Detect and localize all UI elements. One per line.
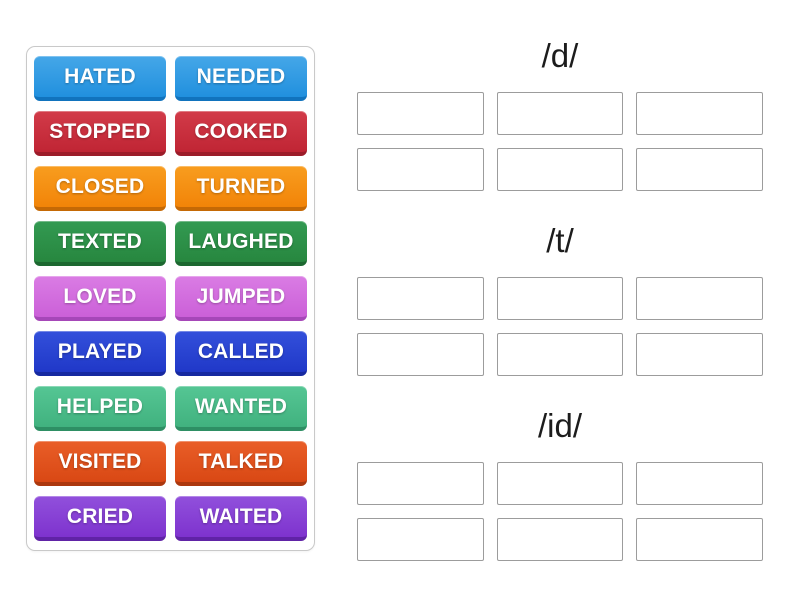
drop-slot[interactable] <box>357 148 484 191</box>
drop-slot[interactable] <box>636 277 763 320</box>
word-tile[interactable]: WANTED <box>175 386 307 431</box>
word-tile[interactable]: HELPED <box>34 386 166 431</box>
word-tile[interactable]: COOKED <box>175 111 307 156</box>
word-tile[interactable]: LAUGHED <box>175 221 307 266</box>
word-bank-panel: HATED NEEDED STOPPED COOKED CLOSED TURNE… <box>26 46 315 551</box>
word-tile[interactable]: TALKED <box>175 441 307 486</box>
word-tile[interactable]: NEEDED <box>175 56 307 101</box>
word-tile[interactable]: LOVED <box>34 276 166 321</box>
word-tile[interactable]: TEXTED <box>34 221 166 266</box>
drop-slot[interactable] <box>636 518 763 561</box>
drop-slot[interactable] <box>496 277 624 320</box>
drop-slot[interactable] <box>496 518 624 561</box>
word-tile[interactable]: CLOSED <box>34 166 166 211</box>
word-tile[interactable]: STOPPED <box>34 111 166 156</box>
group-id-label: /id/ <box>537 407 583 444</box>
word-tile[interactable]: TURNED <box>175 166 307 211</box>
word-tile[interactable]: WAITED <box>175 496 307 541</box>
word-tile[interactable]: PLAYED <box>34 331 166 376</box>
group-d: /d/ <box>357 36 763 191</box>
drop-slot[interactable] <box>636 462 763 505</box>
drop-slot[interactable] <box>636 148 763 191</box>
group-d-slots <box>357 92 763 191</box>
answer-groups: /d/ /t/ /id/ <box>357 36 763 591</box>
word-tile[interactable]: JUMPED <box>175 276 307 321</box>
drop-slot[interactable] <box>357 518 484 561</box>
group-t-label: /t/ <box>546 222 574 259</box>
group-t: /t/ <box>357 221 763 376</box>
drop-slot[interactable] <box>357 92 484 135</box>
word-tile[interactable]: VISITED <box>34 441 166 486</box>
drop-slot[interactable] <box>636 333 763 376</box>
drop-slot[interactable] <box>496 92 624 135</box>
drop-slot[interactable] <box>357 333 484 376</box>
group-d-label: /d/ <box>541 37 579 74</box>
drop-slot[interactable] <box>357 277 484 320</box>
group-t-slots <box>357 277 763 376</box>
group-id: /id/ <box>357 406 763 561</box>
drop-slot[interactable] <box>357 462 484 505</box>
drop-slot[interactable] <box>496 462 624 505</box>
word-tile[interactable]: CRIED <box>34 496 166 541</box>
drop-slot[interactable] <box>636 92 763 135</box>
word-tile[interactable]: HATED <box>34 56 166 101</box>
word-tile[interactable]: CALLED <box>175 331 307 376</box>
drop-slot[interactable] <box>496 148 624 191</box>
drop-slot[interactable] <box>496 333 624 376</box>
group-id-slots <box>357 462 763 561</box>
